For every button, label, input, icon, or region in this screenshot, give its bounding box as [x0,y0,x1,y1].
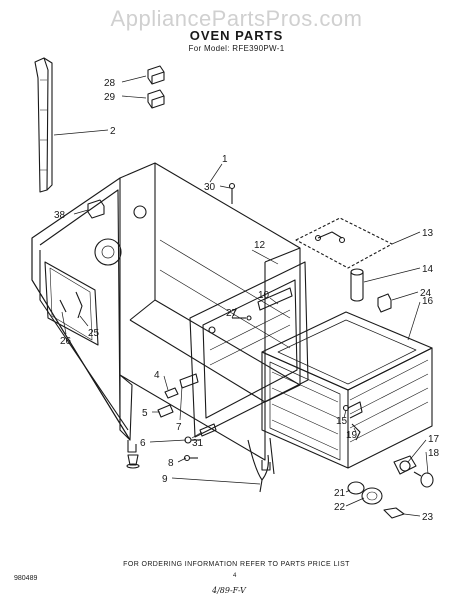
part-17-light-socket [393,455,417,475]
callout-8: 8 [168,458,174,469]
callout-9: 9 [162,474,168,485]
callout-26: 26 [60,336,72,347]
part-7-bracket [179,373,199,389]
callout-12: 12 [254,240,266,251]
callout-7: 7 [176,422,182,433]
callout-21: 21 [334,488,346,499]
signature-mark: 4/89-F-V [212,586,246,595]
leveling-leg [126,454,140,469]
part-38-connector [87,199,105,219]
callout-13: 13 [422,228,434,239]
part-13-wire-bracket [295,217,393,269]
part-25-spring [75,291,83,319]
callout-14: 14 [422,264,434,275]
callout-17: 17 [428,434,440,445]
callout-31: 31 [192,438,204,449]
callout-28: 28 [104,78,116,89]
part-23-retainer [383,507,405,519]
part-1-cabinet-frame [31,162,301,471]
callout-27: 27 [226,308,238,319]
part-12-front-frame [189,261,309,438]
callout-2: 2 [110,126,116,137]
leader-lines [53,75,429,517]
part-22-lens [361,487,383,505]
callout-25: 25 [88,328,100,339]
callout-29: 29 [104,92,116,103]
part-19-hook [351,423,361,441]
part-31-clip [199,423,217,437]
part-21-gasket [347,481,365,495]
callout-30: 30 [204,182,216,193]
part-5-clip [157,404,174,418]
watermark: AppliancePartsPros.com [110,6,363,31]
part-2-side-bracket [34,57,53,193]
part-28-clip [147,65,165,85]
callout-22: 22 [334,502,346,513]
part-29-clip [147,89,165,109]
callout-19: 19 [346,430,358,441]
part-26-pin [59,299,67,313]
part-10-bracket [257,287,293,311]
callout-4: 4 [154,370,160,381]
callout-16: 16 [422,296,434,307]
part-4-clip [164,387,179,399]
callout-23: 23 [422,512,434,523]
part-9-wire-harness [247,437,275,493]
callout-1: 1 [222,154,228,165]
part-18-bulb [413,471,434,488]
part-30-screw [228,182,236,204]
callout-24: 24 [420,288,432,299]
model-subtitle: For Model: RFE390PW-1 [188,44,285,53]
callout-5: 5 [142,408,148,419]
callout-labels: 1 2 4 5 6 7 8 9 10 12 13 14 15 16 17 18 … [54,78,440,523]
page-number: 4 [233,573,237,579]
ordering-note: FOR ORDERING INFORMATION REFER TO PARTS … [123,561,350,568]
callout-15: 15 [336,416,348,427]
part-24-block [377,293,392,313]
callout-18: 18 [428,448,440,459]
part-14-cylinder [350,268,364,302]
part-16-oven-liner [261,311,433,469]
callout-6: 6 [140,438,146,449]
callout-10: 10 [258,290,270,301]
document-number: 980489 [14,575,38,582]
part-8-screw [183,454,198,462]
callout-38: 38 [54,210,66,221]
diagram-title: OVEN PARTS [189,28,284,43]
part-27-screw [232,315,252,321]
